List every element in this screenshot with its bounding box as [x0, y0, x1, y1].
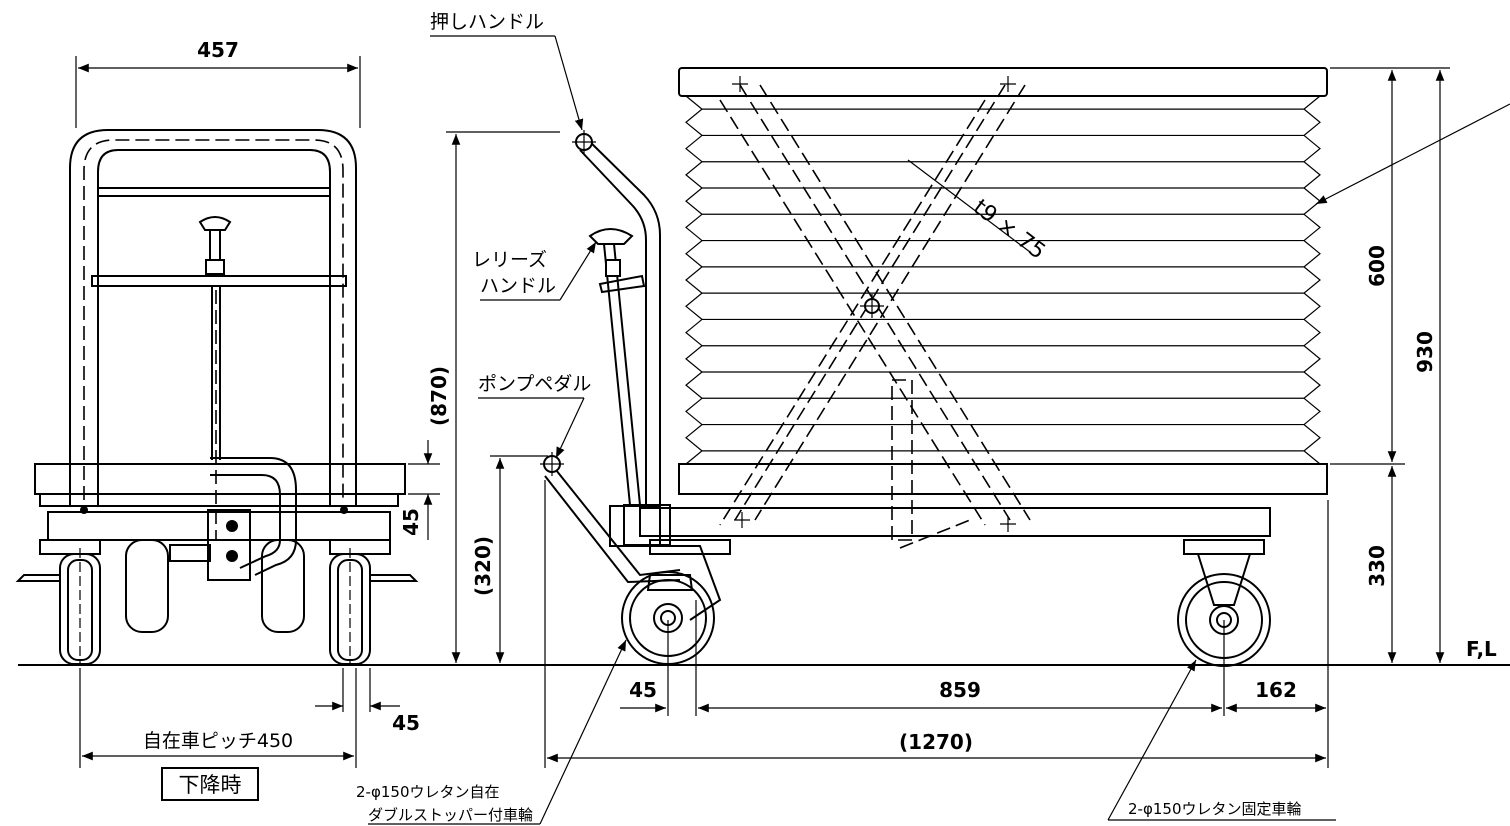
caster-pitch-label: 自在車ピッチ450 [143, 730, 293, 752]
bellows-left-edge [685, 95, 703, 465]
callouts: 押しハンドル レリーズ ハンドル ポンプペダル 2-φ150ウレタン自在 ダブル… [356, 11, 1510, 825]
front-view [15, 129, 419, 665]
front-view-dimensions: 457 自在車ピッチ450 45 45 下降時 [75, 38, 440, 801]
pump-pedal-label: ポンプペダル [478, 373, 591, 395]
dim-1270: (1270) [899, 730, 973, 754]
fixed-caster-label: 2-φ150ウレタン固定車輪 [1128, 800, 1301, 818]
plate-spec-label: t9 × 75 [968, 195, 1049, 265]
dim-457: 457 [197, 38, 239, 62]
dim-859: 859 [939, 678, 981, 702]
side-view: t9 × 75 F,L [540, 67, 1497, 667]
dim-330: 330 [1365, 545, 1389, 587]
dim-930: 930 [1413, 331, 1437, 373]
dim-45-horizontal: 45 [392, 711, 420, 735]
release-handle-label-1: レリーズ [472, 249, 547, 271]
lowered-state-label: 下降時 [179, 773, 242, 797]
push-handle-label: 押しハンドル [430, 11, 544, 33]
dim-162: 162 [1255, 678, 1297, 702]
dim-320: (320) [471, 536, 495, 596]
dim-870: (870) [427, 366, 451, 426]
dim-45-wheel-offset: 45 [629, 678, 657, 702]
bellows-right-edge [1303, 95, 1321, 465]
release-handle-label-2: ハンドル [480, 275, 556, 297]
swivel-caster-label-2: ダブルストッパー付車輪 [368, 806, 533, 824]
floor-level-label: F,L [1466, 637, 1497, 661]
dim-600: 600 [1365, 245, 1389, 287]
dim-45-vertical: 45 [399, 508, 423, 536]
side-view-dimensions: (870) (320) 600 330 930 45 859 162 (1270… [427, 67, 1450, 768]
lowered-state-box [161, 767, 259, 801]
swivel-caster-label-1: 2-φ150ウレタン自在 [356, 783, 499, 801]
